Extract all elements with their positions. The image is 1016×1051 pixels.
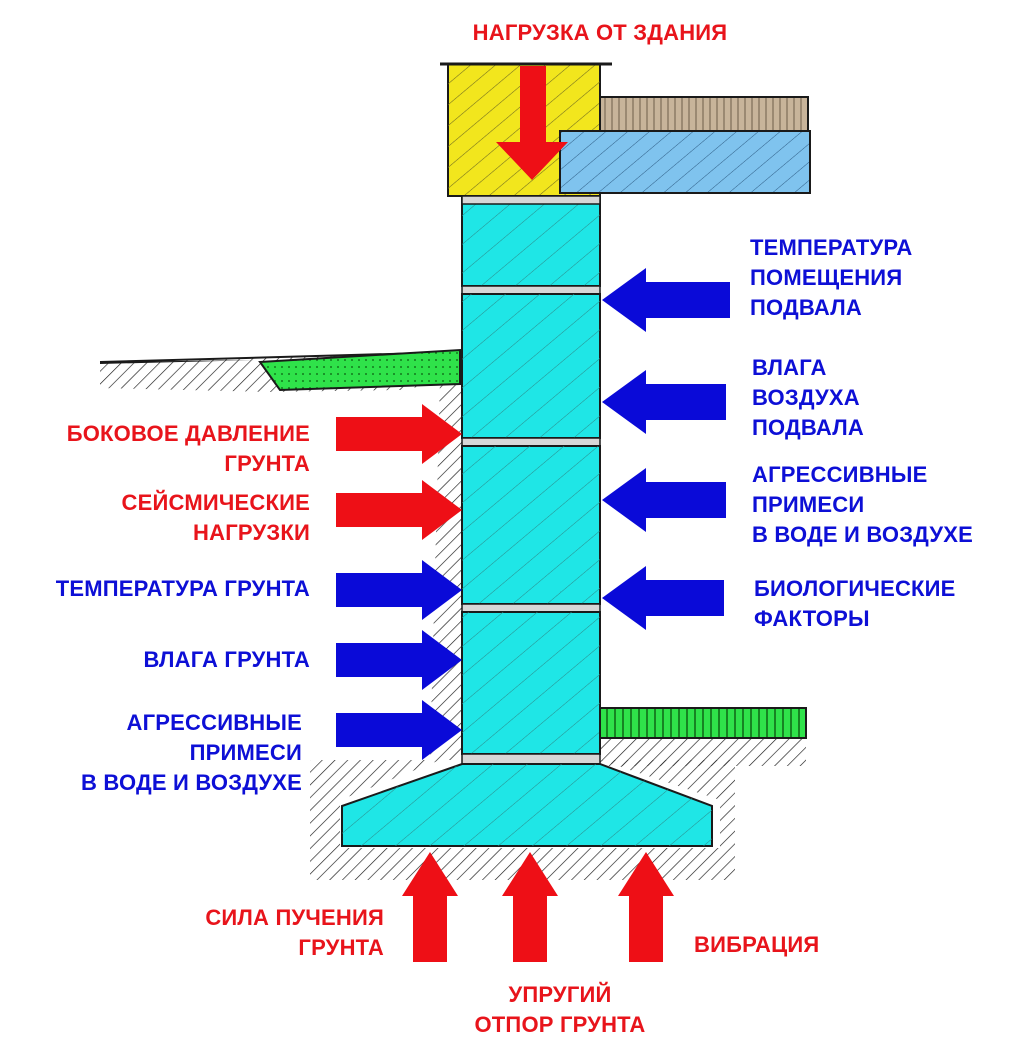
- foundation-wall: [461, 195, 601, 765]
- arrow-biological-factors: [602, 566, 724, 630]
- load-arrows: [496, 66, 568, 180]
- label-soil-moisture: ВЛАГА ГРУНТА: [143, 647, 310, 672]
- arrow-aggressive-impurities-right: [602, 468, 726, 532]
- label-vibration: ВИБРАЦИЯ: [694, 932, 820, 957]
- arrow-frost-heave: [402, 852, 458, 962]
- arrow-seismic-loads: [336, 480, 462, 540]
- right-arrows: [602, 268, 730, 630]
- left-arrows: [336, 404, 462, 760]
- bottom-arrows: [402, 852, 674, 962]
- arrow-elastic-soil-resistance: [502, 852, 558, 962]
- arrow-soil-temperature: [336, 560, 462, 620]
- building-load-arrow: [496, 66, 568, 180]
- arrow-soil-moisture: [336, 630, 462, 690]
- label-top-load: НАГРУЗКА ОТ ЗДАНИЯ: [472, 20, 728, 45]
- basement-floor-layer: [599, 707, 807, 739]
- label-soil-temperature: ТЕМПЕРАТУРА ГРУНТА: [55, 576, 310, 601]
- arrow-lateral-soil-pressure: [336, 404, 462, 464]
- arrow-aggressive-impurities-left: [336, 700, 462, 760]
- arrow-vibration: [618, 852, 674, 962]
- arrow-basement-air-moisture: [602, 370, 726, 434]
- topsoil-layer: [258, 348, 461, 392]
- arrow-basement-temperature: [602, 268, 730, 332]
